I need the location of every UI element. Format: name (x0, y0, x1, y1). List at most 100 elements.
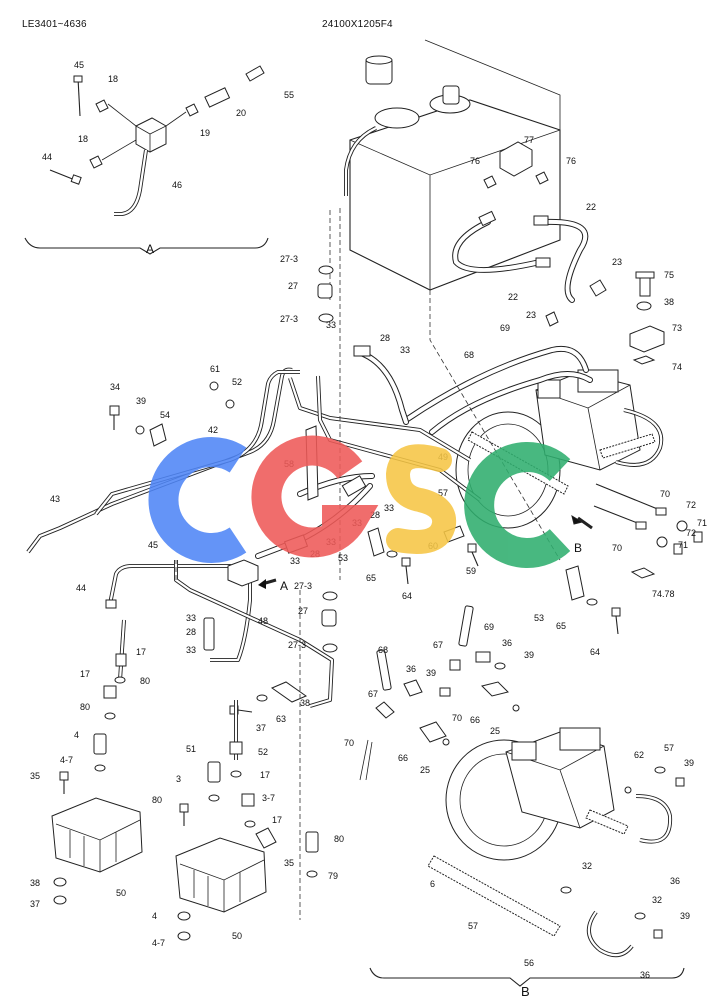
callout-273c: 27-3 (294, 581, 312, 591)
callout-4b: 80 (334, 834, 344, 844)
detail-a-group: 45 18 20 55 19 18 44 46 A (24, 60, 294, 256)
callout-39e: 32 (652, 895, 662, 905)
callout-39b: 39 (426, 668, 436, 678)
callout-71a: 71 (697, 518, 707, 528)
callout-54: 54 (160, 410, 170, 420)
callout-17d: 3-7 (262, 793, 275, 803)
callout-3: 51 (186, 744, 196, 754)
callout-19: 19 (200, 128, 210, 138)
callout-32b: 56 (524, 958, 534, 968)
watermark-logo (148, 435, 571, 568)
arrow-label-a: A (280, 579, 288, 593)
callout-7478: 74.78 (652, 589, 675, 599)
callout-25b: 25 (420, 765, 430, 775)
callout-70a: 70 (660, 489, 670, 499)
callout-80a: 80 (140, 676, 150, 686)
callout-70b: 70 (612, 543, 622, 553)
callout-28a: 28 (380, 333, 390, 343)
callout-36a: 36 (406, 664, 416, 674)
callout-65b: 65 (556, 621, 566, 631)
callout-80c: 17 (260, 770, 270, 780)
callout-63: 50 (116, 888, 126, 898)
callout-37b: 3 (176, 774, 181, 784)
bracket-53-mid: 53 65 64 59 (338, 527, 479, 601)
callout-273d: 27-3 (288, 640, 306, 650)
header-center-code: 24100X1205F4 (322, 19, 393, 30)
callout-39c: 39 (524, 650, 534, 660)
callout-39a: 39 (136, 396, 146, 406)
callout-37c: 4-7 (152, 938, 165, 948)
callout-53b: 53 (534, 613, 544, 623)
hydraulic-tank: 77 76 76 (344, 39, 576, 291)
callout-56: 57 (468, 921, 478, 931)
callout-27b: 27 (298, 606, 308, 616)
callout-77: 77 (524, 135, 534, 145)
callout-64b: 64 (590, 647, 600, 657)
callout-44b: 44 (76, 583, 86, 593)
callout-38a: 38 (664, 297, 674, 307)
callout-17c: 52 (258, 747, 268, 757)
callout-39d: 57 (664, 743, 674, 753)
callout-37a: 37 (30, 899, 40, 909)
callout-36c: 39 (684, 758, 694, 768)
callout-45b: 45 (148, 540, 158, 550)
callout-61: 61 (210, 364, 220, 374)
callout-71b: 71 (678, 540, 688, 550)
callout-72a: 72 (686, 500, 696, 510)
callout-6b: 36 (640, 970, 650, 980)
arrow-label-b: B (574, 541, 582, 555)
main-pump-upper: 70 72 71 72 71 70 74.78 B (455, 369, 707, 599)
callout-38c: 4 (152, 911, 157, 921)
callout-66b: 66 (398, 753, 408, 763)
callout-17a: 17 (136, 647, 146, 657)
callout-42: 42 (208, 425, 218, 435)
callout-20: 20 (236, 108, 246, 118)
callout-6a: 36 (670, 876, 680, 886)
detail-label-a: A (146, 242, 154, 256)
callout-33a: 33 (326, 320, 336, 330)
detail-label-b: B (521, 984, 530, 999)
callout-35a: 35 (30, 771, 40, 781)
control-valve-63: 17 80 17 80 4 4-7 35 38 37 50 (30, 619, 150, 909)
callout-36b: 36 (502, 638, 512, 648)
callout-67a: 67 (433, 640, 443, 650)
callout-28d: 28 (186, 627, 196, 637)
callout-68b: 68 (378, 645, 388, 655)
bolt-group-34: 34 39 54 (109, 381, 235, 447)
callout-76b: 76 (566, 156, 576, 166)
callout-33h: 33 (186, 645, 196, 655)
callout-70c: 70 (452, 713, 462, 723)
callout-22a: 22 (586, 202, 596, 212)
callout-44a: 44 (42, 152, 52, 162)
callout-22b: 22 (508, 292, 518, 302)
callout-64a: 64 (402, 591, 412, 601)
callout-27a: 27 (288, 281, 298, 291)
callout-50: 38 (300, 698, 310, 708)
callout-57c: 32 (582, 861, 592, 871)
callout-18b: 18 (78, 134, 88, 144)
pump-fittings-top: 23 23 75 38 73 74 (526, 257, 682, 372)
callout-73: 73 (672, 323, 682, 333)
callout-53a: 53 (338, 553, 348, 563)
callout-273b: 27-3 (280, 314, 298, 324)
callout-52b: 63 (276, 714, 286, 724)
callout-36d: 39 (680, 911, 690, 921)
header-left-code: LE3401~4636 (22, 19, 87, 30)
callout-55: 55 (284, 90, 294, 100)
callout-17b: 17 (80, 669, 90, 679)
bracket-50: 38 37 63 (229, 681, 310, 733)
callout-23a: 23 (612, 257, 622, 267)
stack-27-lower: 27-3 27 27-3 48 33 28 33 (186, 581, 338, 655)
callout-70d: 70 (344, 738, 354, 748)
callout-47b: 79 (328, 871, 338, 881)
callout-74: 74 (672, 362, 682, 372)
callout-35b: 80 (152, 795, 162, 805)
callout-38b: 38 (30, 878, 40, 888)
callout-33b: 33 (400, 345, 410, 355)
callout-69a: 69 (500, 323, 510, 333)
callout-33c: 33 (290, 556, 300, 566)
callout-48: 48 (258, 616, 268, 626)
callout-23b: 23 (526, 310, 536, 320)
callout-59: 59 (466, 566, 476, 576)
